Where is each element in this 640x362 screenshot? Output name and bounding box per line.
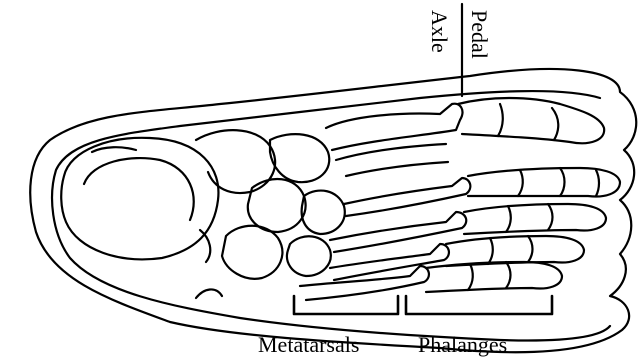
axle-label: Axle: [427, 10, 452, 53]
foot-inner-outline: [52, 91, 610, 340]
metatarsals-label: Metatarsals: [258, 332, 359, 357]
foot-outline: [30, 69, 636, 352]
calcaneus-inner: [84, 158, 194, 220]
cuboid-bone: [222, 226, 282, 279]
phalanges-bracket: [406, 296, 552, 314]
navicular-bone: [248, 179, 306, 232]
cuneiform-2: [302, 191, 345, 234]
metatarsal-bones: [300, 104, 470, 300]
cuneiform-3: [287, 236, 331, 276]
calcaneus-bone: [61, 138, 218, 260]
phalanx-bones: [426, 98, 620, 292]
cuneiform-1: [270, 134, 329, 182]
pedal-label: Pedal: [467, 10, 492, 59]
phalanges-label: Phalanges: [418, 332, 507, 357]
